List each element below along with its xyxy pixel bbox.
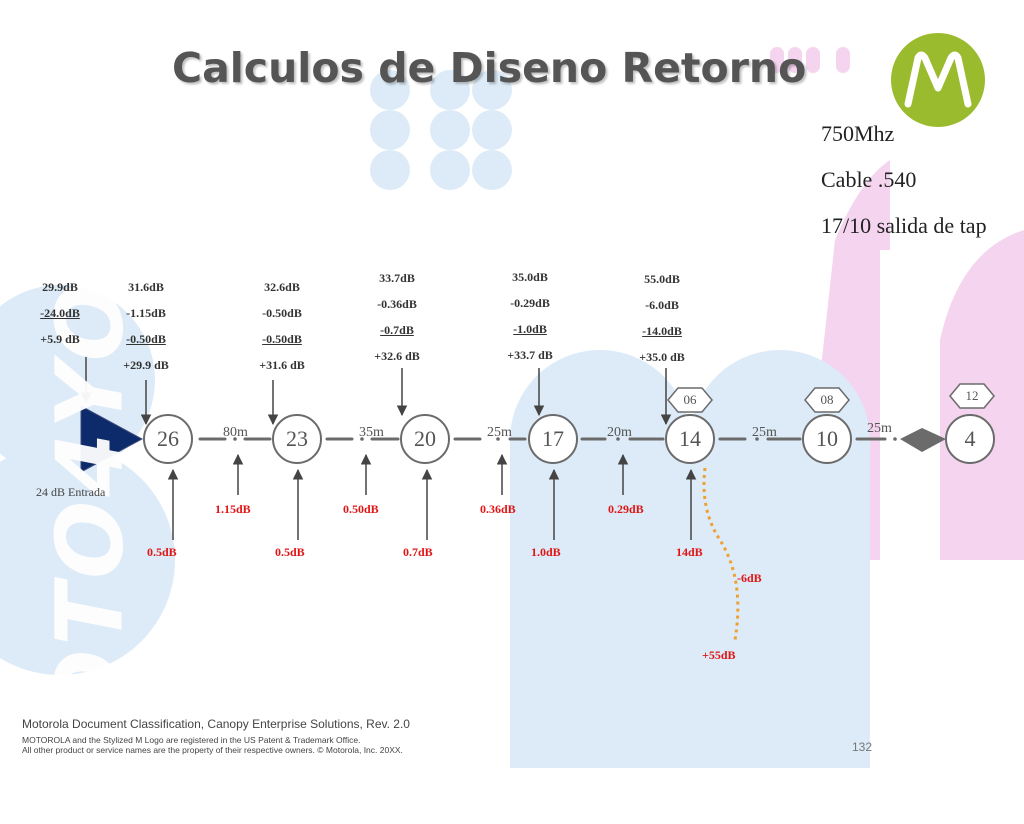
node-23: 23	[272, 414, 322, 464]
connector-diamond	[900, 428, 946, 452]
level-value: +33.7 dB	[507, 348, 553, 362]
distance-label: 25m	[752, 425, 777, 440]
node-10: 10	[802, 414, 852, 464]
level-stack-14: 55.0dB -6.0dB -14.0dB +35.0 dB	[622, 266, 702, 370]
level-value: -14.0dB	[642, 324, 682, 338]
node-17: 17	[528, 414, 578, 464]
footer-trademark-2: All other product or service names are t…	[22, 745, 403, 755]
node-loss-label: 0.5dB	[275, 545, 305, 559]
cable-loss-label: 0.36dB	[480, 502, 516, 516]
frequency-label: 750Mhz	[821, 121, 895, 146]
distance-label: 25m	[867, 421, 892, 436]
drop-loss-label: -6dB	[737, 571, 762, 585]
page-number: 132	[852, 740, 873, 754]
level-value: -1.0dB	[513, 322, 547, 336]
node-4: 4	[945, 414, 995, 464]
node-loss-label: 0.7dB	[403, 545, 433, 559]
distance-label: 35m	[359, 425, 384, 440]
level-value: -6.0dB	[645, 298, 679, 312]
diagram-canvas	[0, 33, 1024, 768]
entrada-label: 24 dB Entrada	[36, 485, 106, 499]
tap-hexagon-08	[804, 387, 850, 413]
level-value: 33.7dB	[379, 271, 415, 285]
node-loss-label: 1.0dB	[531, 545, 561, 559]
level-value: -1.15dB	[126, 306, 166, 320]
cable-loss-label: 1.15dB	[215, 502, 251, 516]
tap-hexagon-12	[949, 383, 995, 409]
level-value: -0.29dB	[510, 296, 550, 310]
level-value: 35.0dB	[512, 270, 548, 284]
drop-cable	[702, 467, 740, 641]
level-value: -0.7dB	[380, 323, 414, 337]
distance-label: 80m	[223, 425, 248, 440]
tap-label-08: 08	[820, 392, 834, 407]
node-loss-label: 0.5dB	[147, 545, 177, 559]
node-loss-label: 14dB	[676, 545, 703, 559]
level-value: 32.6dB	[264, 280, 300, 294]
tap-hexagon-06	[667, 387, 713, 413]
cable-loss-label: 0.50dB	[343, 502, 379, 516]
background-decoration	[0, 47, 1024, 768]
level-value: 55.0dB	[644, 272, 680, 286]
level-value: 31.6dB	[128, 280, 164, 294]
distance-label: 25m	[487, 425, 512, 440]
footer-trademark-1: MOTOROLA and the Stylized M Logo are reg…	[22, 735, 361, 745]
cable-loss-label: 0.29dB	[608, 502, 644, 516]
node-20: 20	[400, 414, 450, 464]
level-stack-23: 32.6dB -0.50dB -0.50dB +31.6 dB	[242, 274, 322, 378]
distance-label: 20m	[607, 425, 632, 440]
level-value: -0.50dB	[262, 306, 302, 320]
cable-label: Cable .540	[821, 167, 917, 192]
level-stack-20: 33.7dB -0.36dB -0.7dB +32.6 dB	[357, 265, 437, 369]
level-value: +32.6 dB	[374, 349, 420, 363]
level-value: -0.50dB	[126, 332, 166, 346]
tap-output-label: 17/10 salida de tap	[821, 213, 987, 238]
tap-label-06: 06	[683, 392, 697, 407]
level-value: +5.9 dB	[40, 332, 80, 346]
tap-label-12: 12	[965, 388, 979, 403]
level-value: -24.0dB	[40, 306, 80, 320]
node-14: 14	[665, 414, 715, 464]
level-value: 29.9dB	[42, 280, 78, 294]
level-value: -0.50dB	[262, 332, 302, 346]
slide-title: Calculos de Diseno Retorno	[172, 44, 807, 92]
trunk-dots	[233, 437, 897, 441]
footer-classification: Motorola Document Classification, Canopy…	[22, 717, 410, 731]
amplifier-triangle	[80, 405, 144, 473]
level-stack-amp: 29.9dB -24.0dB +5.9 dB	[20, 274, 100, 352]
level-value: -0.36dB	[377, 297, 417, 311]
drop-level-label: +55dB	[702, 648, 736, 662]
level-value: +35.0 dB	[639, 350, 685, 364]
level-stack-26: 31.6dB -1.15dB -0.50dB +29.9 dB	[106, 274, 186, 378]
motorola-logo	[891, 33, 985, 127]
level-value: +31.6 dB	[259, 358, 305, 372]
level-value: +29.9 dB	[123, 358, 169, 372]
level-stack-17: 35.0dB -0.29dB -1.0dB +33.7 dB	[490, 264, 570, 368]
arrows	[80, 355, 697, 540]
node-26: 26	[143, 414, 193, 464]
